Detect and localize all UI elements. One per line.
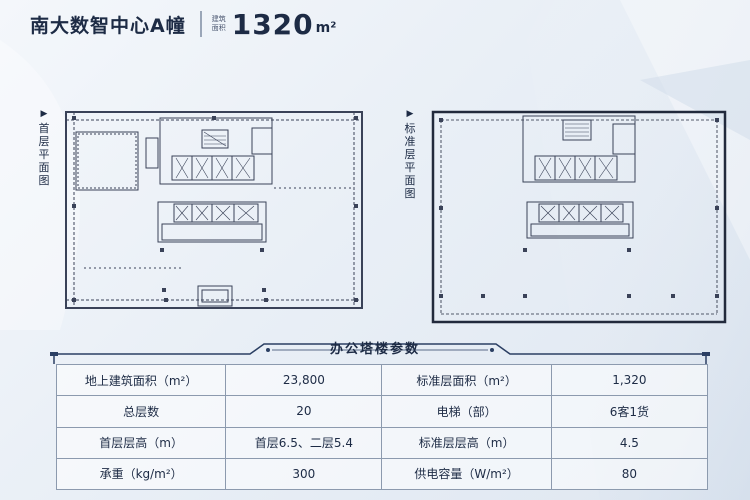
params-table: 地上建筑面积（m²） 23,800 标准层面积（m²） 1,320 总层数 20… [55,363,709,491]
params-title-frame [50,343,710,364]
table-cell-value: 300 [225,457,383,491]
area-label-line1: 建筑 [211,15,226,23]
table-cell-key: 总层数 [55,395,227,428]
table-cell-key: 供电容量（W/m²） [381,457,552,491]
standard-floor-label: ▶ 标准层平面图 [403,108,417,200]
table-cell-value: 6客1货 [550,395,709,428]
table-cell-key: 标准层层高（m） [381,426,552,459]
table-cell-key: 地上建筑面积（m²） [55,363,227,397]
table-cell-key: 电梯（部） [381,395,552,428]
table-cell-value: 23,800 [225,363,383,397]
first-floor-plan [65,111,363,309]
table-cell-key: 首层层高（m） [55,426,227,459]
table-cell-value: 1,320 [550,363,709,397]
standard-floor-plan [431,110,727,324]
play-arrow-icon: ▶ [40,109,48,119]
first-floor-label-text: 首层平面图 [38,122,50,187]
table-row: 首层层高（m） 首层6.5、二层5.4 标准层层高（m） 4.5 [55,426,709,459]
table-row: 总层数 20 电梯（部） 6客1货 [55,395,709,428]
params-title: 办公塔楼参数 [329,342,420,357]
first-floor-label: ▶ 首层平面图 [37,108,51,187]
standard-floor-label-text: 标准层平面图 [404,122,416,200]
table-row: 地上建筑面积（m²） 23,800 标准层面积（m²） 1,320 [55,363,709,397]
table-cell-value: 首层6.5、二层5.4 [225,426,383,459]
params-table-wrap: 地上建筑面积（m²） 23,800 标准层面积（m²） 1,320 总层数 20… [55,363,709,491]
page-title: 南大数智中心A幢 [30,14,186,37]
area-label-line2: 面积 [211,24,226,32]
area-label: 建筑 面积 [212,15,226,33]
table-cell-value: 20 [225,395,383,428]
table-cell-key: 承重（kg/m²） [55,457,227,491]
table-cell-value: 4.5 [550,426,709,459]
area-value: 1320 [231,7,314,41]
table-cell-key: 标准层面积（m²） [381,363,552,397]
table-cell-value: 80 [550,457,709,491]
play-arrow-icon: ▶ [406,109,414,119]
header-divider [199,11,202,37]
area-unit: m² [315,20,337,36]
table-row: 承重（kg/m²） 300 供电容量（W/m²） 80 [55,457,709,491]
page-header: 南大数智中心A幢 建筑 面积 1320 m² [30,7,337,41]
